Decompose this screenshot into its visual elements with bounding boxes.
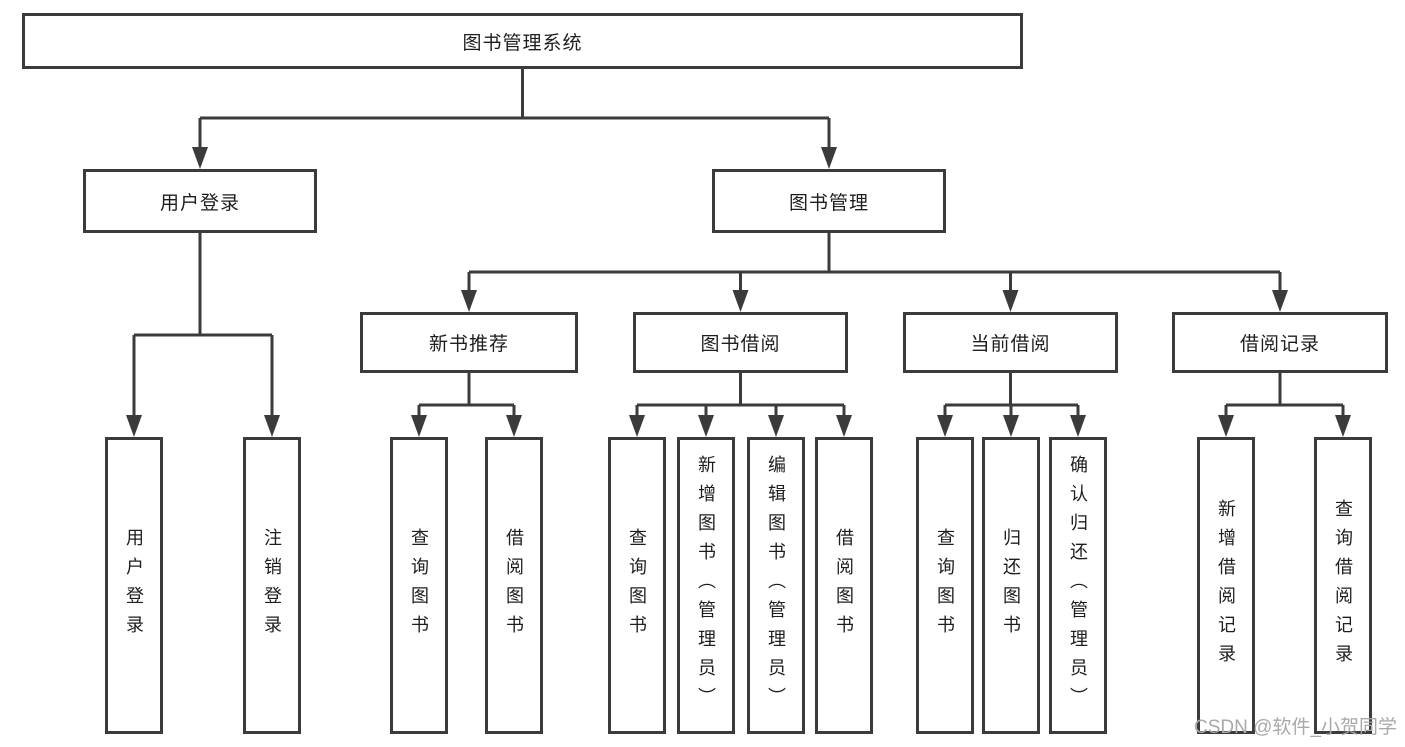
node-add-books: 新增图书（管理员） [677,437,735,734]
node-label-borrow-books-1: 借阅图书 [504,527,524,644]
node-new-book-recommend: 新书推荐 [360,312,578,373]
node-label-query-books-3: 查询图书 [935,527,955,644]
node-label-query-borrow-record: 查询借阅记录 [1333,498,1353,673]
node-label-book-borrow: 图书借阅 [700,334,781,355]
node-query-books-3: 查询图书 [916,437,974,734]
node-label-borrow-books-2: 借阅图书 [834,527,854,644]
node-edit-books: 编辑图书（管理员） [747,437,805,734]
node-label-add-borrow-record: 新增借阅记录 [1216,498,1236,673]
node-label-root: 图书管理系统 [462,32,583,54]
node-label-user-login: 用户登录 [159,192,240,214]
node-label-borrow-records: 借阅记录 [1239,334,1320,355]
csdn-watermark: CSDN @软件_小贺同学 [1194,717,1397,738]
node-logout-leaf: 注销登录 [243,437,301,734]
node-label-confirm-return: 确认归还（管理员） [1068,455,1088,716]
node-query-books-1: 查询图书 [390,437,448,734]
node-add-borrow-record: 新增借阅记录 [1197,437,1255,734]
node-borrow-books-2: 借阅图书 [815,437,873,734]
node-borrow-records: 借阅记录 [1172,312,1388,373]
node-query-books-2: 查询图书 [608,437,666,734]
node-root: 图书管理系统 [22,13,1023,69]
node-borrow-books-1: 借阅图书 [485,437,543,734]
node-confirm-return: 确认归还（管理员） [1049,437,1107,734]
node-return-books: 归还图书 [982,437,1040,734]
node-query-borrow-record: 查询借阅记录 [1314,437,1372,734]
node-current-borrow: 当前借阅 [903,312,1118,373]
node-user-login: 用户登录 [83,169,317,233]
node-label-query-books-1: 查询图书 [409,527,429,644]
node-label-new-book-recommend: 新书推荐 [428,334,509,355]
node-label-book-management: 图书管理 [788,192,869,214]
node-book-borrow: 图书借阅 [633,312,848,373]
node-label-logout-leaf: 注销登录 [262,527,282,644]
node-book-management: 图书管理 [712,169,946,233]
node-label-query-books-2: 查询图书 [627,527,647,644]
node-label-current-borrow: 当前借阅 [970,334,1051,355]
node-label-add-books: 新增图书（管理员） [696,455,716,716]
node-label-edit-books: 编辑图书（管理员） [766,455,786,716]
node-user-login-leaf: 用户登录 [105,437,163,734]
node-label-user-login-leaf: 用户登录 [124,527,144,644]
node-label-return-books: 归还图书 [1001,527,1021,644]
